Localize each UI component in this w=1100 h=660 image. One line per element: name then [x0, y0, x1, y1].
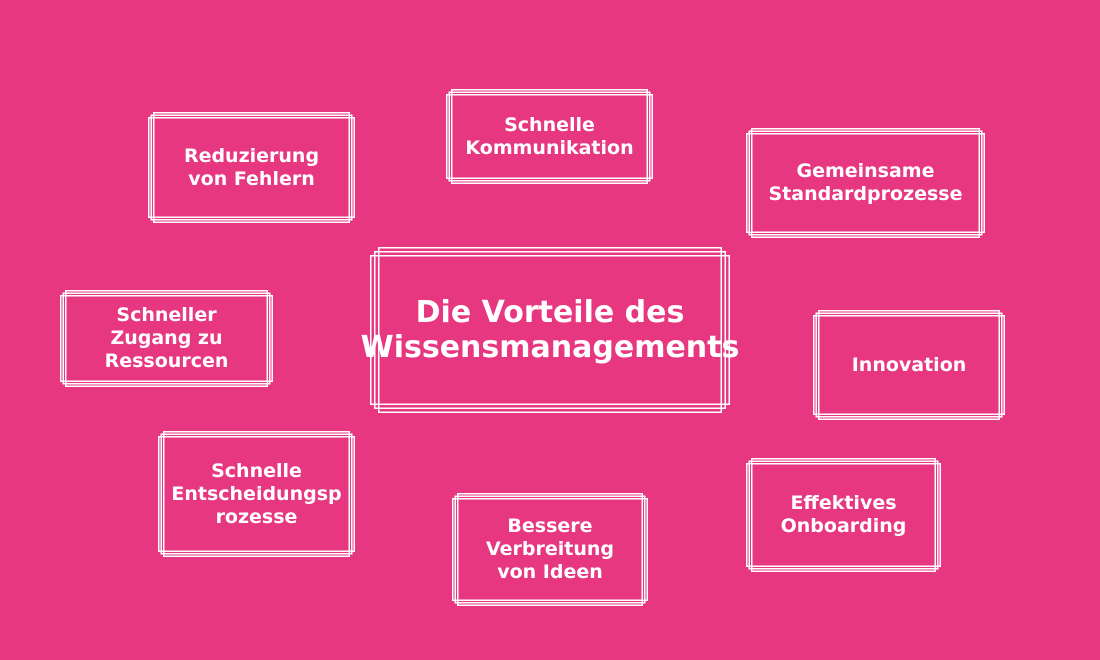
frame-line	[746, 463, 941, 567]
benefit-label: Gemeinsame Standardprozesse	[768, 160, 963, 205]
frame-line	[370, 255, 730, 405]
benefit-box-ressourcen: Schneller Zugang zu Ressourcen	[60, 290, 273, 387]
benefit-label: Bessere Verbreitung von Ideen	[485, 515, 615, 583]
frame-line	[378, 247, 722, 413]
frame-line	[813, 315, 1005, 415]
frame-line	[153, 112, 350, 223]
frame-line	[446, 94, 653, 179]
central-title: Die Vorteile des Wissensmanagements	[360, 295, 740, 365]
central-title-box: Die Vorteile des Wissensmanagements	[360, 247, 740, 413]
benefit-box-onboarding: Effektives Onboarding	[746, 458, 941, 572]
benefit-frame	[148, 112, 355, 223]
benefit-frame	[158, 431, 355, 557]
benefit-box-verbreitung: Bessere Verbreitung von Ideen	[452, 493, 648, 606]
benefit-box-kommunikation: Schnelle Kommunikation	[446, 89, 653, 184]
frame-line	[454, 495, 646, 604]
frame-line	[150, 114, 353, 221]
benefit-box-innovation: Innovation	[813, 310, 1005, 420]
benefit-frame	[746, 128, 985, 238]
frame-line	[751, 128, 980, 238]
frame-line	[748, 130, 983, 236]
frame-line	[452, 498, 648, 601]
benefit-frame	[60, 290, 273, 387]
central-title-frame	[370, 247, 730, 413]
benefit-label: Reduzierung von Fehlern	[183, 144, 320, 190]
benefit-frame	[446, 89, 653, 184]
benefit-box-entscheidungsprozesse: Schnelle Entscheidungsp rozesse	[158, 431, 355, 557]
benefit-label: Schnelle Kommunikation	[465, 113, 634, 159]
frame-line	[751, 458, 936, 572]
frame-line	[451, 89, 648, 184]
frame-line	[746, 133, 985, 233]
frame-line	[374, 251, 726, 409]
benefit-label: Schnelle Entscheidungsp rozesse	[171, 459, 342, 528]
benefit-box-standardprozesse: Gemeinsame Standardprozesse	[746, 128, 985, 238]
benefit-label: Innovation	[851, 353, 967, 376]
frame-line	[65, 290, 268, 387]
benefit-frame	[813, 310, 1005, 420]
frame-line	[163, 431, 350, 557]
benefit-frame	[746, 458, 941, 572]
benefit-frame	[452, 493, 648, 606]
frame-line	[748, 460, 939, 570]
benefit-box-reduzierung: Reduzierung von Fehlern	[148, 112, 355, 223]
frame-line	[818, 310, 1000, 420]
frame-line	[160, 433, 353, 555]
benefit-label: Schneller Zugang zu Ressourcen	[104, 304, 229, 372]
frame-line	[148, 117, 355, 218]
frame-line	[457, 493, 643, 606]
frame-line	[158, 436, 355, 552]
frame-line	[60, 295, 273, 382]
frame-line	[448, 91, 651, 182]
frame-line	[62, 292, 271, 385]
frame-line	[815, 312, 1003, 418]
benefit-label: Effektives Onboarding	[780, 492, 907, 537]
